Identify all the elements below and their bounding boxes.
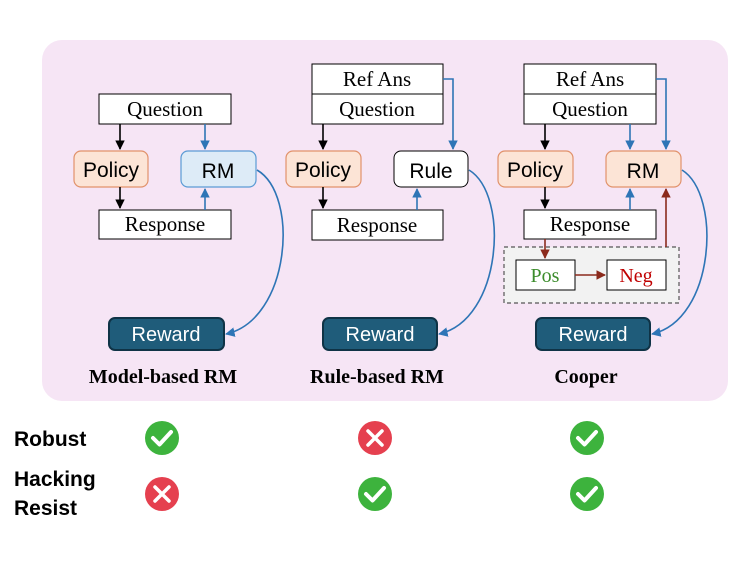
cross-icon xyxy=(358,421,392,455)
reward-label: Reward xyxy=(346,324,415,346)
rm-box xyxy=(605,150,682,188)
response-box xyxy=(98,209,232,240)
neg-box xyxy=(606,259,667,291)
ref-ans-label: Ref Ans xyxy=(556,67,624,91)
row-label-hacking: Hacking xyxy=(14,468,96,491)
panel-title: Model-based RM xyxy=(89,366,237,388)
arrow-rule-reward xyxy=(438,169,495,337)
check-icon xyxy=(358,477,392,511)
arrow-refans-rule xyxy=(443,78,458,150)
rm-label: RM xyxy=(627,160,660,183)
policy-label: Policy xyxy=(507,159,564,182)
neg-label: Neg xyxy=(619,265,652,287)
policy-box xyxy=(497,150,574,188)
reward-box xyxy=(322,317,438,351)
pos-box xyxy=(515,259,576,291)
check-icon xyxy=(570,477,604,511)
question-box xyxy=(523,93,657,125)
rm-label: RM xyxy=(202,160,235,183)
panel-rule-based-rm: Ref Ans Question Policy Rule Response Re… xyxy=(285,63,495,388)
reward-label: Reward xyxy=(132,324,201,346)
ref-ans-box xyxy=(523,63,657,95)
row-label-resist: Resist xyxy=(14,497,77,520)
ref-ans-label: Ref Ans xyxy=(343,67,411,91)
question-box xyxy=(98,93,232,125)
comparison-table: Robust Hacking Resist xyxy=(14,421,604,520)
arrow-rm-reward xyxy=(225,169,284,337)
reward-box xyxy=(535,317,651,351)
panel-cooper: Ref Ans Question Policy RM Response Pos … xyxy=(497,63,708,388)
question-box xyxy=(311,93,444,125)
arrow-rm-reward xyxy=(651,169,708,337)
response-label: Response xyxy=(125,212,206,236)
response-label: Response xyxy=(550,212,631,236)
policy-label: Policy xyxy=(295,159,352,182)
response-box xyxy=(311,209,444,241)
ref-ans-box xyxy=(311,63,444,95)
response-box xyxy=(523,209,657,240)
question-label: Question xyxy=(127,97,203,121)
arrow-refans-rm xyxy=(656,78,671,150)
reward-box xyxy=(108,317,225,351)
check-icon xyxy=(145,421,179,455)
check-icon xyxy=(570,421,604,455)
policy-box xyxy=(73,150,149,188)
row-label-robust: Robust xyxy=(14,428,86,451)
panel-title: Rule-based RM xyxy=(310,366,444,388)
rule-box xyxy=(393,150,469,188)
panel-model-based-rm: Question Policy RM Response Reward Model… xyxy=(73,93,284,388)
cross-icon xyxy=(145,477,179,511)
question-label: Question xyxy=(339,97,415,121)
pos-label: Pos xyxy=(531,265,560,287)
panel-title: Cooper xyxy=(554,366,617,388)
question-label: Question xyxy=(552,97,628,121)
response-label: Response xyxy=(337,213,418,237)
rm-box xyxy=(180,150,257,188)
rule-label: Rule xyxy=(409,160,452,183)
reward-label: Reward xyxy=(559,324,628,346)
policy-label: Policy xyxy=(83,159,140,182)
